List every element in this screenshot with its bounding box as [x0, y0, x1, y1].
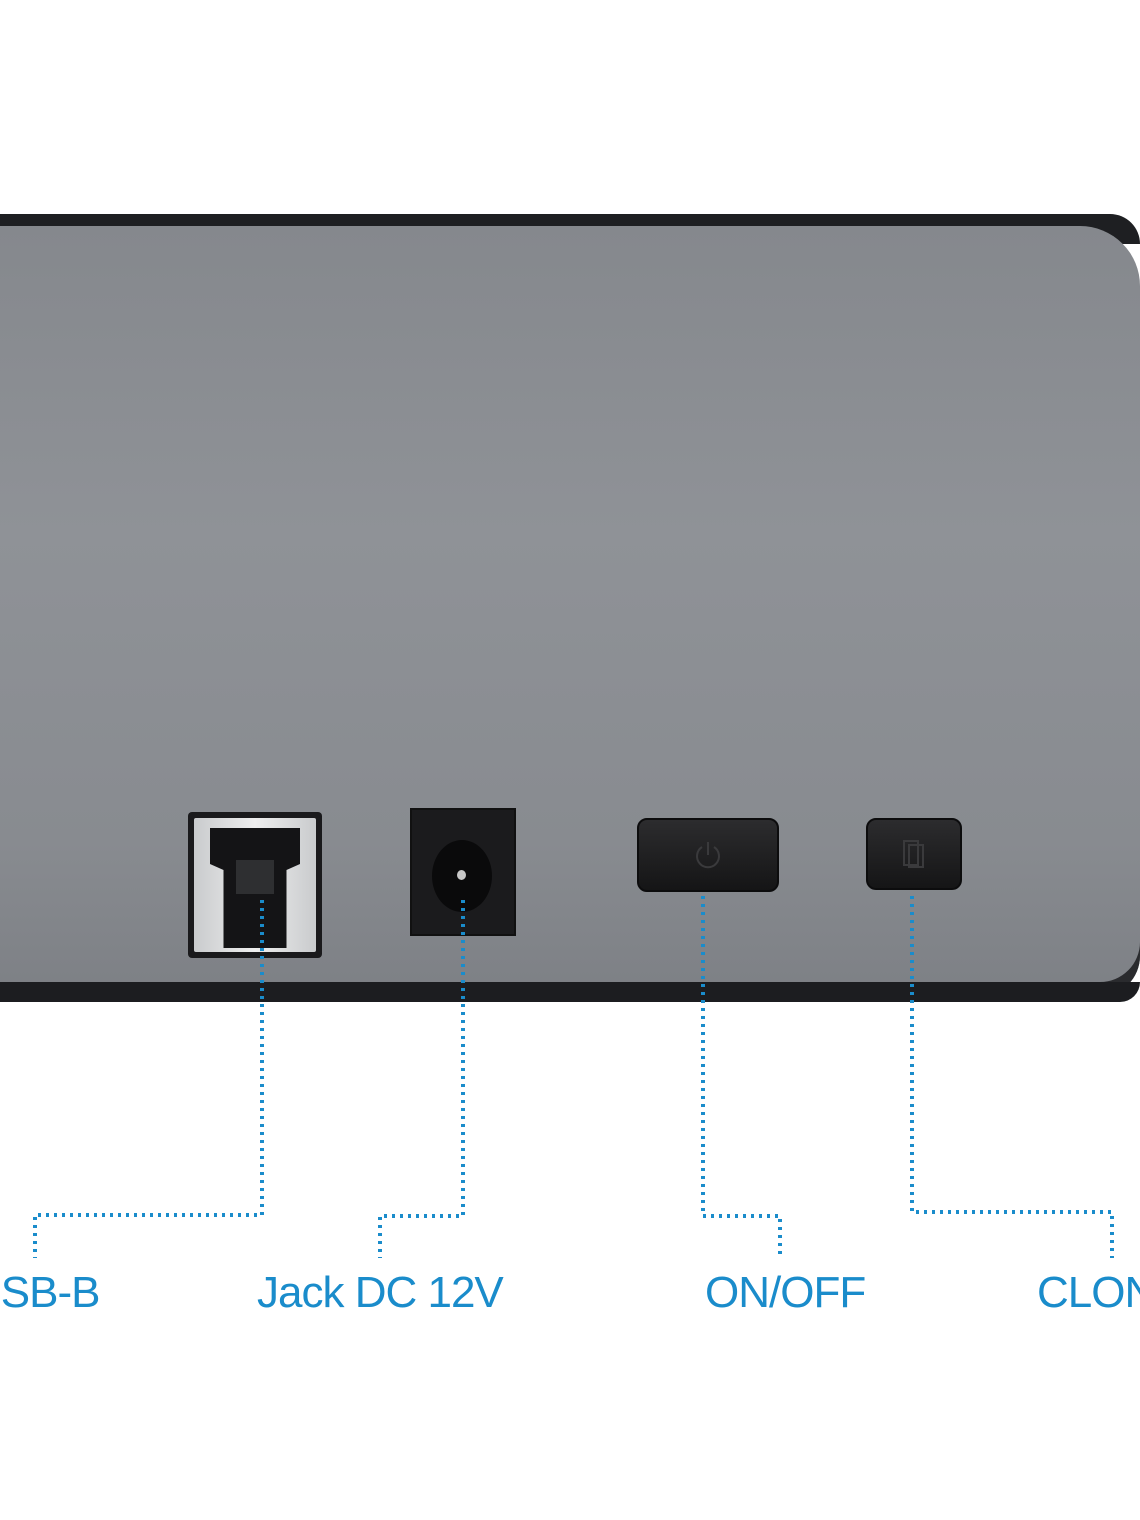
device-bottom-edge — [0, 982, 1140, 1002]
clone-icon — [903, 840, 924, 868]
label-clone: CLONE — [1037, 1268, 1140, 1317]
dc-jack-port — [410, 808, 516, 936]
usb-port-tongue — [236, 860, 274, 894]
callout-line-dc — [378, 900, 465, 1258]
callout-line-power — [701, 896, 782, 1258]
label-jack-dc: Jack DC 12V — [257, 1268, 504, 1317]
usb-b-port — [188, 812, 322, 958]
power-button[interactable] — [637, 818, 779, 892]
clone-button[interactable] — [866, 818, 962, 890]
label-usb-b: USB-B — [0, 1268, 100, 1317]
dc-jack-pin — [457, 870, 466, 880]
callout-line-usb — [33, 900, 264, 1258]
label-on-off: ON/OFF — [705, 1268, 866, 1317]
power-icon — [696, 842, 720, 869]
callout-line-clone — [910, 896, 1114, 1258]
